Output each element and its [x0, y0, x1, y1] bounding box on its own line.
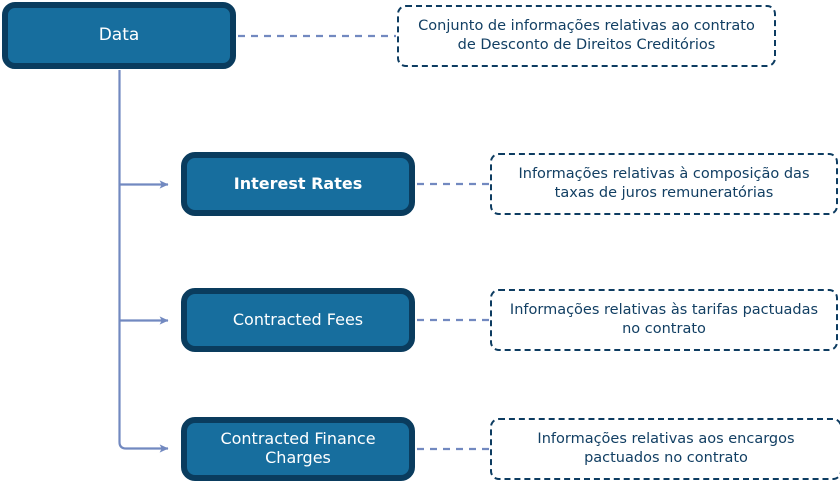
node-contracted-finance-charges[interactable]: Contracted Finance Charges: [181, 417, 415, 481]
node-interest-rates-label: Interest Rates: [233, 173, 363, 193]
note-data-text: Conjunto de informações relativas ao con…: [418, 18, 755, 53]
note-contracted-fees-text: Informações relativas às tarifas pactuad…: [509, 302, 819, 337]
note-data: Conjunto de informações relativas ao con…: [397, 5, 776, 67]
node-contracted-fees-label: Contracted Fees: [232, 309, 364, 329]
node-interest-rates[interactable]: Interest Rates: [181, 152, 415, 216]
note-interest-rates-text: Informações relativas à composição das t…: [518, 166, 810, 201]
node-data-label: Data: [98, 25, 140, 46]
node-data[interactable]: Data: [2, 2, 236, 69]
note-contracted-finance-charges-text: Informações relativas aos encargos pactu…: [537, 431, 795, 466]
trunk-line: [118, 70, 169, 453]
note-contracted-finance-charges: Informações relativas aos encargos pactu…: [490, 418, 840, 480]
note-contracted-fees: Informações relativas às tarifas pactuad…: [490, 289, 838, 351]
node-contracted-fees[interactable]: Contracted Fees: [181, 288, 415, 352]
node-contracted-finance-charges-label: Contracted Finance Charges: [220, 429, 376, 467]
note-interest-rates: Informações relativas à composição das t…: [490, 153, 838, 215]
